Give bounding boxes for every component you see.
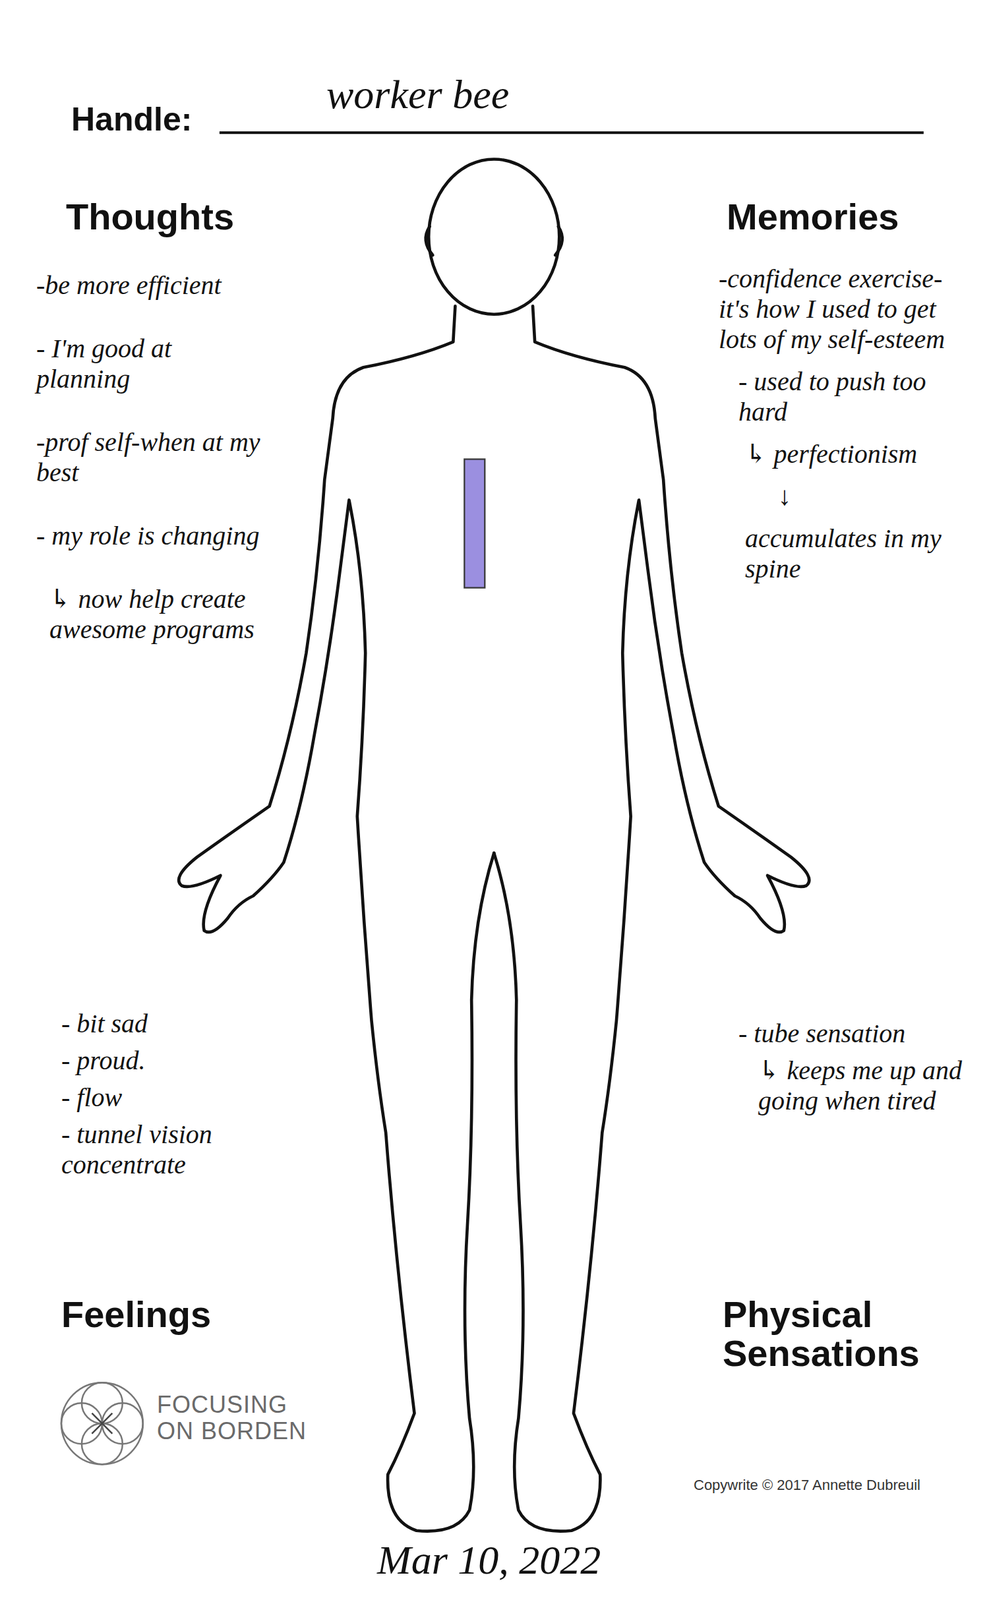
date-note: Mar 10, 2022 [377, 1539, 601, 1581]
handwritten-note: -confidence exercise- it's how I used to… [718, 263, 973, 355]
ear [425, 226, 434, 256]
logo-text: ON BORDEN [156, 1418, 307, 1444]
copyright-note: Copywrite © 2017 Annette Dubreuil [693, 1476, 921, 1495]
logo-text: FOCUSING [156, 1392, 288, 1418]
section-heading: Thoughts [65, 197, 235, 237]
handwritten-note: accumulates in my spine [745, 523, 973, 585]
handwritten-note: - tube sensation [738, 1018, 970, 1049]
handwritten-note: ↓ [778, 481, 973, 512]
handwritten-note: - I'm good at planning [36, 333, 261, 395]
section-heading: Memories [726, 197, 899, 237]
note-column: - tube sensation ↳ keeps me up and going … [738, 1018, 970, 1117]
logo-circles [61, 1382, 144, 1465]
handwritten-note: - flow [61, 1082, 339, 1113]
section-heading: Physical Sensations [722, 1295, 947, 1374]
handle-value: worker bee [326, 73, 510, 115]
body-figure [178, 158, 810, 1531]
note-column: -confidence exercise- it's how I used to… [718, 263, 973, 585]
handwritten-note: -be more efficient [36, 270, 261, 301]
head [428, 158, 560, 314]
handwritten-note: ↳ now help create awesome programs [49, 584, 261, 645]
handwritten-note: - bit sad [61, 1008, 339, 1040]
body-half [178, 305, 494, 1531]
handwritten-note: - used to push too hard [738, 366, 973, 428]
handle-underline [219, 131, 924, 134]
handwritten-note: - my role is changing [36, 520, 261, 552]
purple-marker [464, 459, 485, 589]
field-label: Handle: [71, 102, 192, 136]
ear [555, 226, 563, 256]
handwritten-note: -prof self-when at my best [36, 427, 261, 488]
note-column: -be more efficient - I'm good at planning… [36, 270, 261, 645]
handwritten-note: - proud. [61, 1045, 339, 1077]
handwritten-note: ↳ keeps me up and going when tired [758, 1055, 970, 1117]
handwritten-note: - tunnel vision concentrate [61, 1119, 339, 1181]
note-column: - bit sad - proud. - flow - tunnel vision c… [61, 1008, 339, 1181]
section-heading: Feelings [61, 1295, 211, 1335]
handwritten-note: ↳ perfectionism [745, 439, 973, 470]
